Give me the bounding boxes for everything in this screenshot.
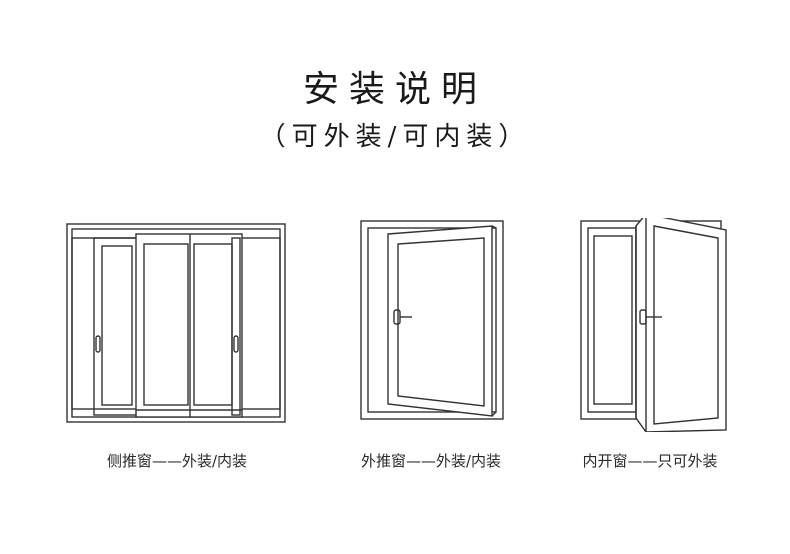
open-sash <box>635 218 727 432</box>
sash-glass <box>653 225 719 425</box>
left-handle <box>95 335 101 353</box>
sliding-window-caption: 侧推窗——外装/内装 <box>106 452 248 470</box>
sash-glass <box>397 237 485 407</box>
sliding-window-diagram <box>66 218 288 424</box>
outward-casement-caption: 外推窗——外装/内装 <box>360 452 502 470</box>
outer-frame <box>66 223 286 423</box>
inner-frame <box>367 227 497 413</box>
middle-sash <box>135 233 243 418</box>
page-title: 安装说明 <box>302 69 487 110</box>
outer-frame <box>360 220 504 420</box>
page-subtitle: （可外装/可内装） <box>259 122 531 152</box>
outward-casement-diagram <box>358 218 508 424</box>
inner-frame <box>587 227 637 413</box>
right-handle <box>233 335 239 353</box>
inward-casement-diagram <box>578 218 730 432</box>
inward-casement-caption: 内开窗——只可外装 <box>582 452 718 470</box>
middle-sash-glass <box>143 243 189 406</box>
fixed-glass <box>593 235 633 405</box>
left-sash-glass <box>101 245 133 406</box>
open-sash <box>387 225 493 417</box>
right-sash <box>231 237 241 416</box>
